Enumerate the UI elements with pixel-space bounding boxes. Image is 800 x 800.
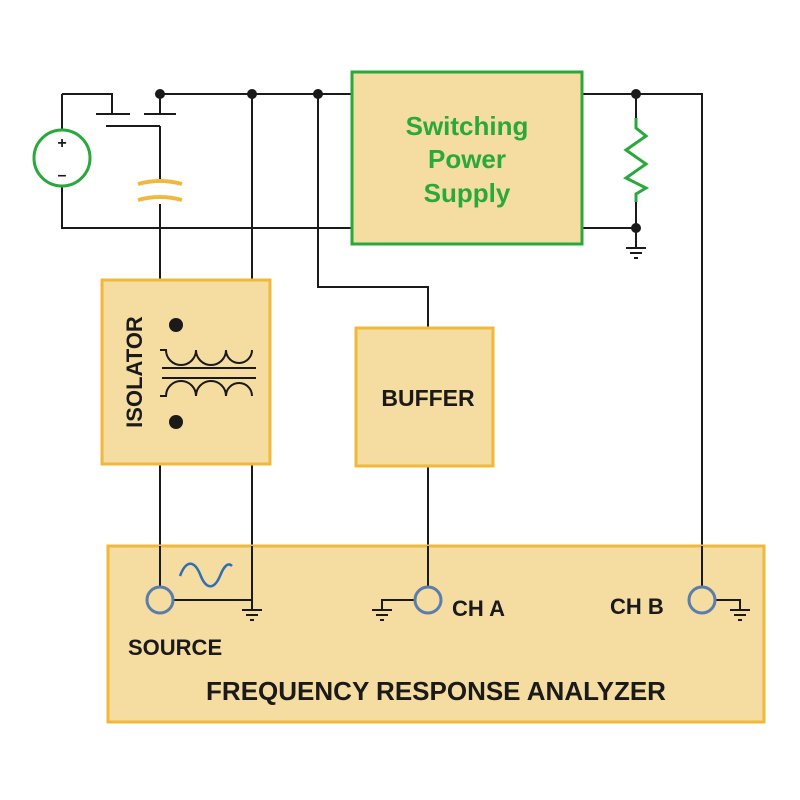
transformer-core <box>162 367 256 379</box>
wire-bottom-left <box>61 186 352 229</box>
switch-contact <box>96 113 176 127</box>
smps-label-line3: Supply <box>424 178 511 208</box>
sine-wave-icon <box>178 562 233 588</box>
wire-buffer-branch <box>317 94 429 328</box>
ch-b-port <box>687 585 717 615</box>
isolator-block: ISOLATOR <box>100 278 272 466</box>
source-minus-sign: – <box>58 167 67 184</box>
polarity-dot <box>169 318 183 332</box>
junction-dot <box>247 89 257 99</box>
wire-top-left <box>62 93 113 114</box>
smps-label-line2: Power <box>428 144 506 174</box>
ch-a-port <box>413 585 443 615</box>
smps-label-line1: Switching <box>406 111 529 141</box>
analyzer-label: FREQUENCY RESPONSE ANALYZER <box>206 676 666 706</box>
ch-a-port-label: CH A <box>452 596 505 621</box>
junction-dot <box>631 89 641 99</box>
ground-icon <box>626 244 646 259</box>
buffer-label: BUFFER <box>381 385 475 411</box>
load-resistor <box>623 118 650 202</box>
junction-dot <box>313 89 323 99</box>
ground-icon <box>372 609 392 621</box>
source-plus-sign: + <box>57 135 66 152</box>
capacitor <box>137 179 183 202</box>
transformer-secondary-coil <box>160 380 253 397</box>
isolator-label: ISOLATOR <box>122 316 147 428</box>
ch-b-port-label: CH B <box>610 594 664 619</box>
source-port <box>145 585 175 615</box>
source-port-label: SOURCE <box>128 635 222 660</box>
frequency-response-analyzer-block: SOURCE CH A CH B FREQUENCY RESPONSE ANAL… <box>106 544 766 724</box>
junction-dot <box>155 89 165 99</box>
polarity-dot <box>169 415 183 429</box>
switching-power-supply-block: Switching Power Supply <box>350 70 584 246</box>
transformer-primary-coil <box>160 349 253 366</box>
dc-voltage-source: + – <box>32 128 92 188</box>
wire-top-right <box>582 93 703 590</box>
ground-icon <box>730 609 750 621</box>
buffer-block: BUFFER <box>354 326 495 468</box>
junction-dot <box>631 223 641 233</box>
